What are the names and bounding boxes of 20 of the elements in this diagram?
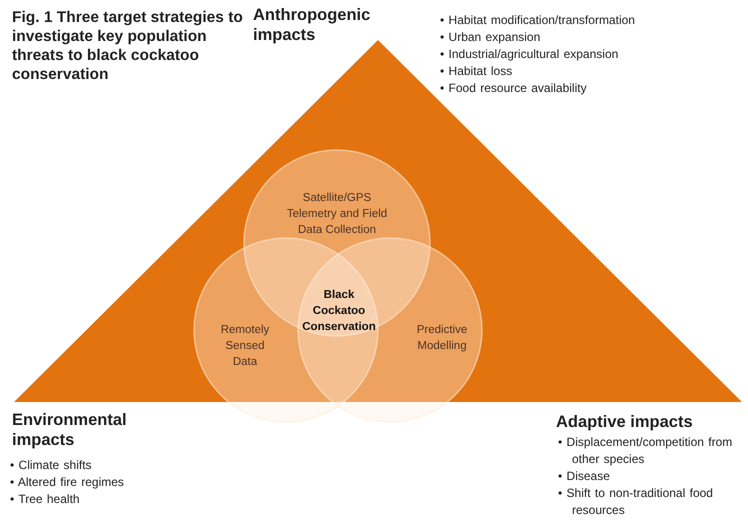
figure-title: Fig. 1 Three target strategies to investigate key population threats to black cockatoo conservation	[12, 8, 244, 84]
bullet-item: • Climate shifts	[10, 457, 93, 474]
circle-label: Predictive Modelling	[416, 323, 468, 354]
section-heading: Anthropogenic impacts	[253, 5, 372, 45]
bullet-item: • Shift to non-traditional food resources	[558, 485, 714, 519]
bullet-item: • Food resource availability	[440, 80, 588, 97]
circle-label: Satellite/GPS Telemetry and Field Data Collection	[286, 191, 388, 238]
bullet-item: • Habitat modification/transformation	[440, 12, 636, 29]
circle-label: Remotely Sensed Data	[220, 323, 270, 370]
bullet-item: • Urban expansion	[440, 29, 542, 46]
bullet-item: • Industrial/agricultural expansion	[440, 46, 620, 63]
bullet-item: • Tree health	[10, 491, 81, 508]
bullet-item: • Displacement/competition from other species	[558, 434, 734, 468]
bullet-item: • Habitat loss	[440, 63, 514, 80]
venn-circle	[297, 237, 483, 423]
section-heading: Environmental impacts	[12, 410, 128, 450]
bullet-item: • Disease	[558, 468, 611, 485]
bullet-item: • Altered fire regimes	[10, 474, 125, 491]
center-label: Black Cockatoo Conservation	[301, 288, 377, 335]
section-heading: Adaptive impacts	[556, 412, 694, 432]
